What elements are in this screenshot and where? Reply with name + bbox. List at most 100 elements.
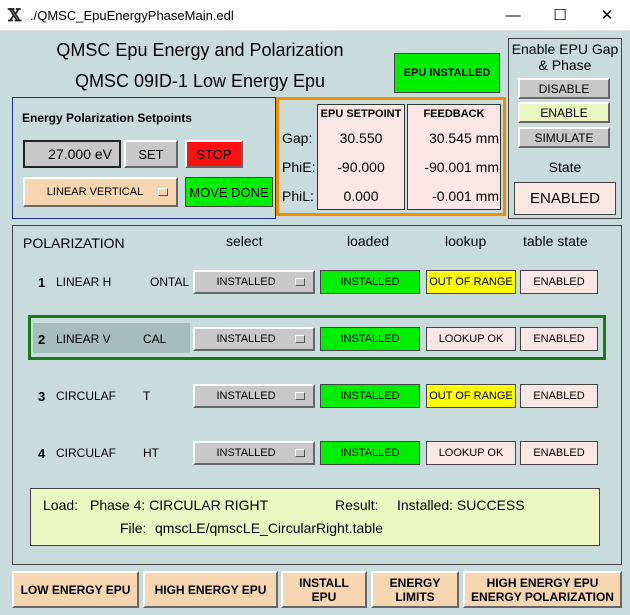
polarization-row: 4 CIRCULAF HT INSTALLED INSTALLED LOOKUP…	[13, 437, 621, 469]
select-header: select	[226, 233, 263, 249]
high-energy-polarization-label-line2: ENERGY POLARIZATION	[471, 590, 614, 604]
setpoints-title: Energy Polarization Setpoints	[22, 111, 193, 125]
polarization-panel: POLARIZATION select loaded lookup table …	[12, 225, 622, 565]
window-title-bar: 𝕏 ./QMSC_EpuEnergyPhaseMain.edl — ☐ ✕	[0, 0, 630, 31]
select-value: INSTALLED	[216, 333, 276, 345]
phie-setpoint: -90.000	[337, 159, 385, 175]
row-name-suffix: HT	[143, 446, 159, 460]
maximize-button[interactable]: ☐	[553, 7, 567, 24]
readbacks-panel: EPU SETPOINT FEEDBACK Gap: 30.550 30.545…	[276, 97, 506, 216]
row-name: CIRCULAF	[56, 389, 117, 403]
load-status-box: Load: Phase 4: CIRCULAR RIGHT Result: In…	[30, 488, 600, 546]
row-name: CIRCULAF	[56, 446, 117, 460]
minimize-button[interactable]: —	[505, 7, 521, 24]
high-energy-polarization-button[interactable]: HIGH ENERGY EPU ENERGY POLARIZATION	[463, 571, 622, 608]
table-state: ENABLED	[520, 327, 598, 351]
select-menu[interactable]: INSTALLED	[193, 327, 315, 351]
enable-panel: Enable EPU Gap & Phase DISABLE ENABLE SI…	[508, 38, 622, 219]
epu-installed-status: EPU INSTALLED	[394, 53, 500, 93]
low-energy-epu-button[interactable]: LOW ENERGY EPU	[12, 571, 139, 608]
disable-button[interactable]: DISABLE	[518, 78, 610, 99]
gap-label: Gap:	[282, 130, 313, 146]
loaded-status: INSTALLED	[320, 270, 420, 294]
energy-limits-label-line1: ENERGY	[389, 576, 441, 590]
feedback-header: FEEDBACK	[423, 108, 485, 120]
menu-button-icon	[295, 335, 305, 343]
epu-setpoint-header: EPU SETPOINT	[320, 108, 402, 120]
row-name: LINEAR V	[56, 332, 111, 346]
phil-feedback: -0.001 mm	[432, 188, 499, 204]
enable-button[interactable]: ENABLE	[518, 102, 610, 123]
x-app-icon: 𝕏	[8, 6, 22, 26]
table-state: ENABLED	[520, 441, 598, 465]
state-label: State	[548, 159, 582, 175]
select-menu[interactable]: INSTALLED	[193, 441, 315, 465]
loaded-header: loaded	[347, 233, 390, 249]
select-value: INSTALLED	[216, 447, 276, 459]
set-button[interactable]: SET	[124, 140, 178, 168]
select-menu[interactable]: INSTALLED	[193, 270, 315, 294]
setpoints-panel: Energy Polarization Setpoints 27.000 eV …	[12, 97, 276, 219]
energy-value: 27.000 eV	[48, 146, 112, 162]
stop-button[interactable]: STOP	[185, 140, 243, 168]
energy-input[interactable]: 27.000 eV	[23, 140, 121, 168]
polarization-row: 3 CIRCULAF T INSTALLED INSTALLED OUT OF …	[13, 380, 621, 412]
table-state-header: table state	[523, 233, 588, 249]
phil-setpoint: 0.000	[343, 188, 379, 204]
polarization-menu[interactable]: LINEAR VERTICAL	[23, 177, 178, 207]
lookup-status: LOOKUP OK	[426, 441, 516, 465]
row-number: 4	[38, 446, 46, 461]
loaded-status: INSTALLED	[320, 441, 420, 465]
simulate-button[interactable]: SIMULATE	[518, 127, 610, 148]
row-name-suffix: T	[143, 389, 151, 403]
high-energy-epu-label: HIGH ENERGY EPU	[154, 582, 267, 597]
menu-button-icon	[158, 188, 168, 196]
page-subtitle: QMSC 09ID-1 Low Energy Epu	[74, 71, 326, 91]
state-value: ENABLED	[514, 182, 616, 215]
high-energy-polarization-label-line1: HIGH ENERGY EPU	[486, 576, 599, 590]
row-number: 3	[38, 389, 46, 404]
file-value: qmscLE/qmscLE_CircularRight.table	[155, 520, 383, 536]
low-energy-epu-label: LOW ENERGY EPU	[20, 582, 131, 597]
row-number: 2	[38, 332, 46, 347]
lookup-status: LOOKUP OK	[426, 327, 516, 351]
install-epu-label-line2: EPU	[311, 590, 337, 604]
loaded-status: INSTALLED	[320, 384, 420, 408]
setpoint-column	[317, 104, 405, 210]
table-state: ENABLED	[520, 384, 598, 408]
polarization-row: 1 LINEAR H ONTAL INSTALLED INSTALLED OUT…	[13, 266, 621, 298]
loaded-status: INSTALLED	[320, 327, 420, 351]
select-menu[interactable]: INSTALLED	[193, 384, 315, 408]
gap-feedback: 30.545 mm	[428, 130, 499, 146]
polarization-menu-value: LINEAR VERTICAL	[46, 186, 144, 198]
result-label: Result:	[335, 497, 379, 513]
result-value: Installed: SUCCESS	[397, 497, 525, 513]
move-status: MOVE DONE	[185, 177, 273, 207]
phil-label: PhiL:	[282, 188, 314, 204]
select-value: INSTALLED	[216, 276, 276, 288]
polarization-row: 2 LINEAR V CAL INSTALLED INSTALLED LOOKU…	[13, 323, 621, 355]
phie-label: PhiE:	[282, 159, 316, 175]
energy-limits-button[interactable]: ENERGY LIMITS	[371, 571, 459, 608]
page-title: QMSC Epu Energy and Polarization	[56, 40, 344, 60]
phie-feedback: -90.001 mm	[424, 159, 499, 175]
lookup-status: OUT OF RANGE	[426, 270, 516, 294]
lookup-status: OUT OF RANGE	[426, 384, 516, 408]
gap-setpoint: 30.550	[339, 130, 383, 146]
lookup-header: lookup	[445, 233, 487, 249]
menu-button-icon	[295, 449, 305, 457]
row-name: LINEAR H	[56, 275, 112, 289]
menu-button-icon	[295, 392, 305, 400]
load-label: Load:	[43, 497, 79, 513]
polarization-title: POLARIZATION	[23, 235, 125, 251]
load-value: Phase 4: CIRCULAR RIGHT	[90, 497, 269, 513]
row-name-suffix: CAL	[143, 332, 167, 346]
window-title: ./QMSC_EpuEnergyPhaseMain.edl	[30, 8, 234, 23]
high-energy-epu-button[interactable]: HIGH ENERGY EPU	[143, 571, 278, 608]
menu-button-icon	[295, 278, 305, 286]
close-button[interactable]: ✕	[600, 7, 614, 24]
install-epu-button[interactable]: INSTALL EPU	[281, 571, 367, 608]
table-state: ENABLED	[520, 270, 598, 294]
row-name-suffix: ONTAL	[150, 275, 190, 289]
select-value: INSTALLED	[216, 390, 276, 402]
